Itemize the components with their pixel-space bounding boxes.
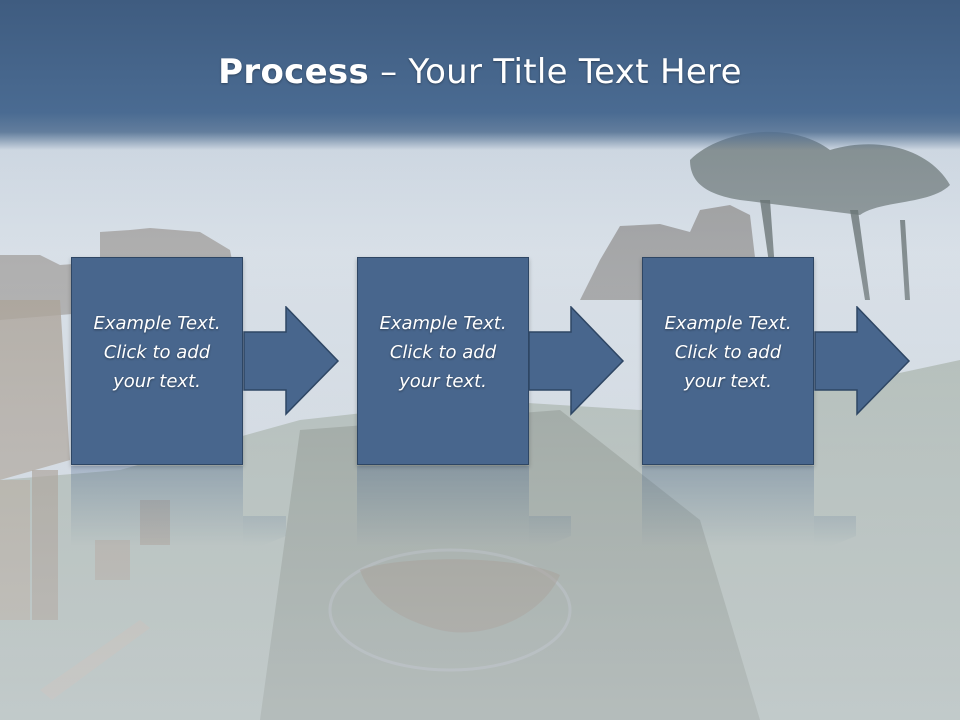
right-arrow-icon [814,306,911,416]
slide-title[interactable]: Process – Your Title Text Here [0,52,960,92]
header-band [0,0,960,150]
step-2-text[interactable]: Example Text. Click to add your text. [379,312,507,392]
step-3-text[interactable]: Example Text. Click to add your text. [664,312,792,392]
steps-reflection [71,466,856,546]
right-arrow-icon [243,306,340,416]
process-step-2[interactable]: Example Text. Click to add your text. [357,257,529,465]
process-step-1[interactable]: Example Text. Click to add your text. [71,257,243,465]
right-arrow-icon [528,306,625,416]
title-rest-text: – Your Title Text Here [369,52,742,92]
process-step-3[interactable]: Example Text. Click to add your text. [642,257,814,465]
step-1-text[interactable]: Example Text. Click to add your text. [93,312,221,392]
title-bold-text: Process [218,52,370,92]
